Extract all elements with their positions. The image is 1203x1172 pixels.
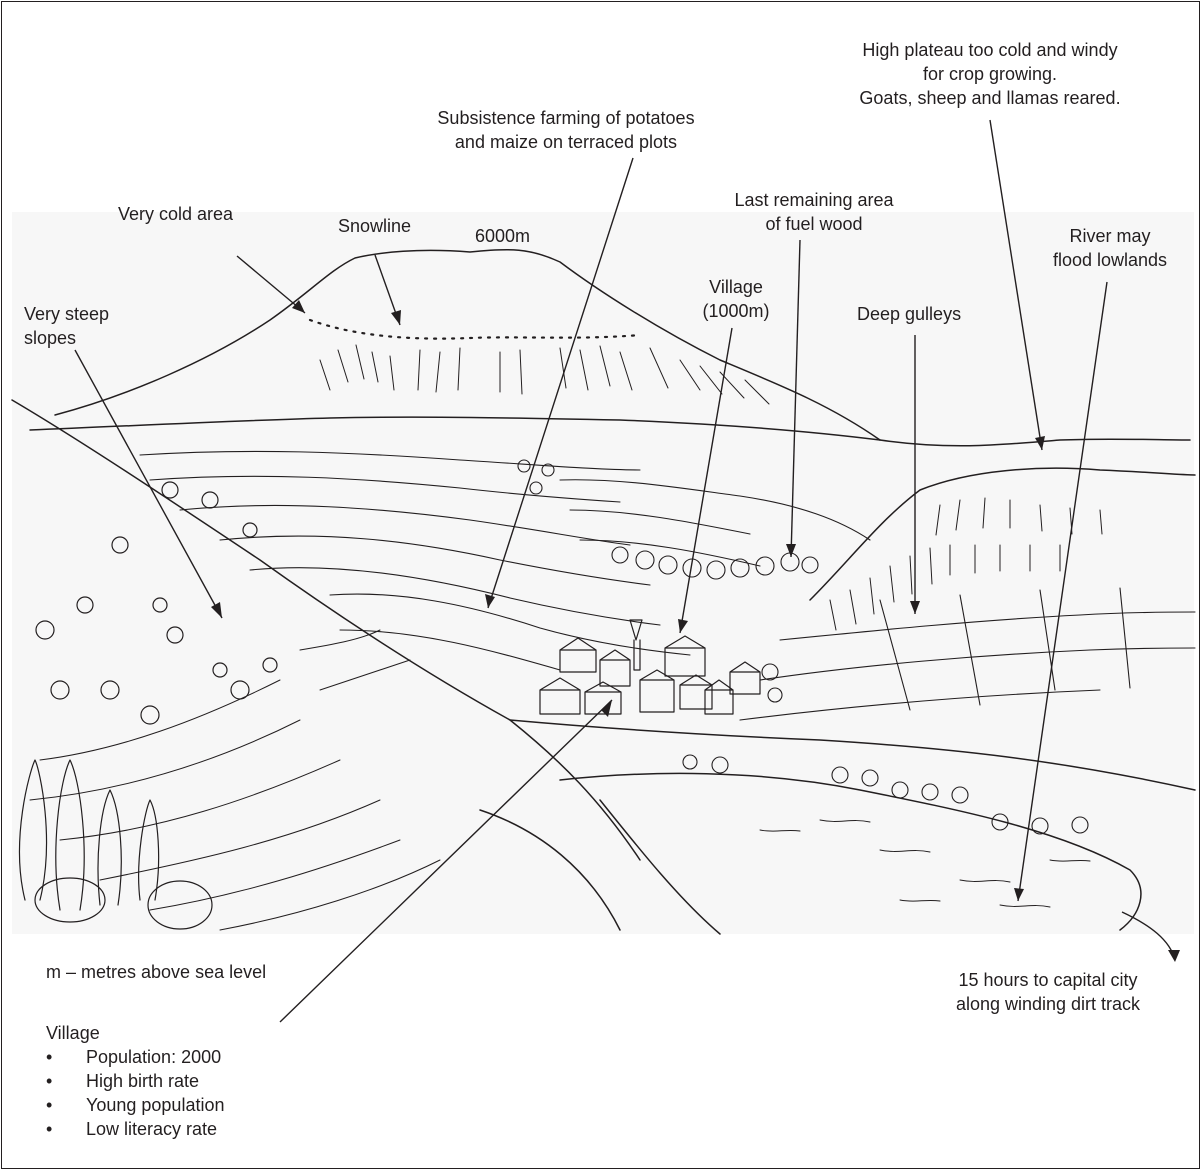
high-plateau-line-1: High plateau too cold and windy xyxy=(820,38,1160,62)
label-peak-height: 6000m xyxy=(475,224,530,248)
capital-city-line-1: 15 hours to capital city xyxy=(908,968,1188,992)
label-high-plateau: High plateau too cold and windy for crop… xyxy=(820,38,1160,110)
village-key: Village • Population: 2000 • High birth ra… xyxy=(46,1021,224,1141)
fuel-wood-line-2: of fuel wood xyxy=(694,212,934,236)
label-village: Village (1000m) xyxy=(676,275,796,323)
bullet-icon: • xyxy=(46,1093,52,1117)
label-river-flood: River may flood lowlands xyxy=(1040,224,1180,272)
village-fact-text: High birth rate xyxy=(86,1071,199,1091)
river-flood-line-1: River may xyxy=(1040,224,1180,248)
village-line-2: (1000m) xyxy=(676,299,796,323)
high-plateau-line-3: Goats, sheep and llamas reared. xyxy=(820,86,1160,110)
village-facts-list: • Population: 2000 • High birth rate • Youn… xyxy=(46,1045,224,1141)
village-fact-text: Low literacy rate xyxy=(86,1119,217,1139)
label-snowline: Snowline xyxy=(338,214,411,238)
bullet-icon: • xyxy=(46,1045,52,1069)
label-subsistence-farming: Subsistence farming of potatoes and maiz… xyxy=(396,106,736,154)
village-fact-text: Young population xyxy=(86,1095,224,1115)
village-key-heading: Village xyxy=(46,1021,224,1045)
capital-city-line-2: along winding dirt track xyxy=(908,992,1188,1016)
village-fact-item: • Young population xyxy=(46,1093,224,1117)
label-fuel-wood: Last remaining area of fuel wood xyxy=(694,188,934,236)
village-fact-item: • Population: 2000 xyxy=(46,1045,224,1069)
very-steep-slopes-line-2: slopes xyxy=(24,326,109,350)
village-line-1: Village xyxy=(676,275,796,299)
metres-note: m – metres above sea level xyxy=(46,960,266,984)
subsistence-farming-line-1: Subsistence farming of potatoes xyxy=(396,106,736,130)
label-capital-city: 15 hours to capital city along winding d… xyxy=(908,968,1188,1016)
village-fact-text: Population: 2000 xyxy=(86,1047,221,1067)
river-flood-line-2: flood lowlands xyxy=(1040,248,1180,272)
high-plateau-line-2: for crop growing. xyxy=(820,62,1160,86)
label-deep-gulleys: Deep gulleys xyxy=(857,302,961,326)
fuel-wood-line-1: Last remaining area xyxy=(694,188,934,212)
very-steep-slopes-line-1: Very steep xyxy=(24,302,109,326)
bullet-icon: • xyxy=(46,1069,52,1093)
bullet-icon: • xyxy=(46,1117,52,1141)
label-very-cold-area: Very cold area xyxy=(118,202,233,226)
label-very-steep-slopes: Very steep slopes xyxy=(24,302,109,350)
village-fact-item: • High birth rate xyxy=(46,1069,224,1093)
arrow-capital-city xyxy=(1168,950,1180,962)
subsistence-farming-line-2: and maize on terraced plots xyxy=(396,130,736,154)
village-fact-item: • Low literacy rate xyxy=(46,1117,224,1141)
